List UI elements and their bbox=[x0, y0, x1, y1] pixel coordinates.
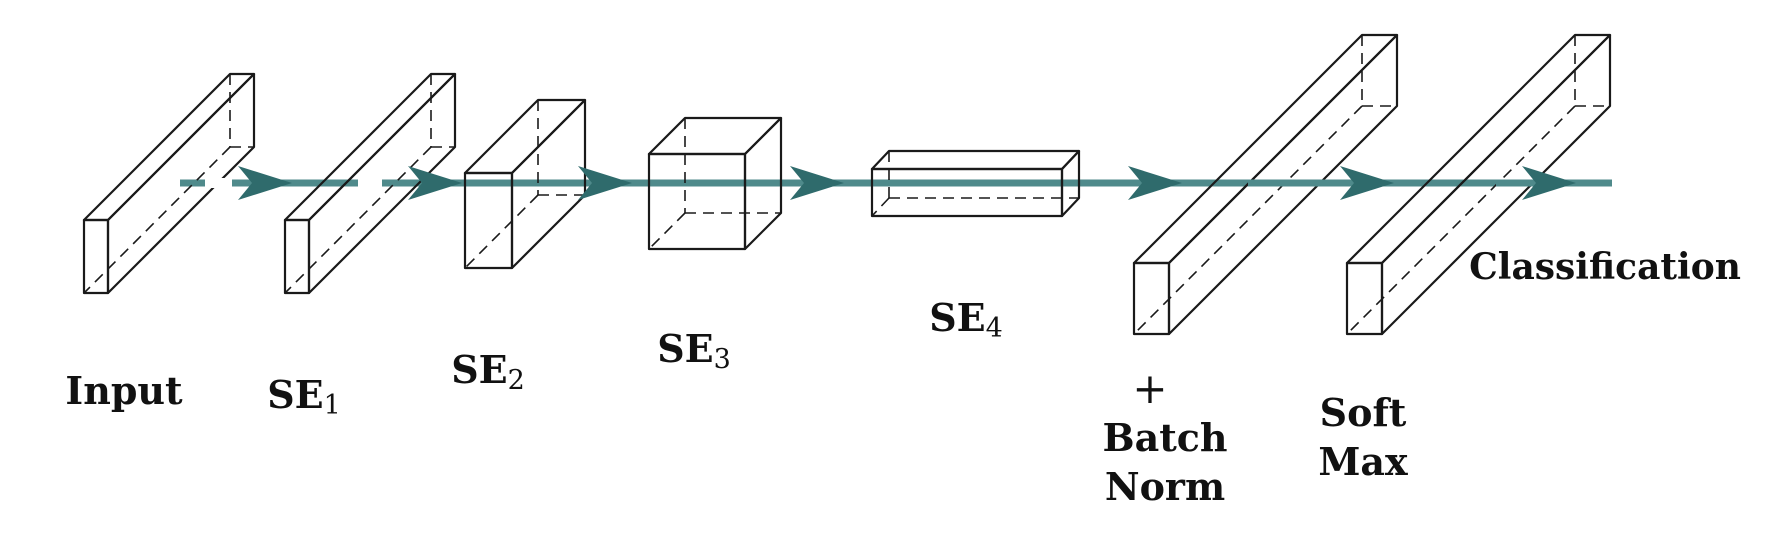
plus-label: + bbox=[1132, 364, 1167, 413]
input-block-top bbox=[82, 72, 256, 222]
flow-arrow-3 bbox=[578, 166, 632, 200]
se1-label: SE1 bbox=[267, 372, 341, 421]
se1-block-front bbox=[283, 218, 311, 295]
soft-label: Soft bbox=[1320, 390, 1407, 435]
batchnorm-block bbox=[1132, 33, 1399, 336]
batchnorm-block-front bbox=[1132, 261, 1171, 336]
se2-block-top bbox=[463, 98, 587, 175]
classification-label: Classification bbox=[1469, 246, 1741, 288]
input-label: Input bbox=[65, 368, 183, 413]
softmax-block bbox=[1345, 33, 1612, 336]
max-label: Max bbox=[1318, 439, 1408, 484]
se4-block-top bbox=[870, 149, 1081, 171]
se1-block-top bbox=[283, 72, 457, 222]
se3-label: SE3 bbox=[657, 326, 731, 375]
se3-block-front bbox=[647, 152, 747, 251]
flow-arrow-1 bbox=[205, 166, 292, 200]
softmax-block-front bbox=[1345, 261, 1384, 336]
se3-block bbox=[647, 116, 783, 251]
se4-block-front bbox=[870, 167, 1064, 218]
norm-label: Norm bbox=[1105, 464, 1225, 509]
se4-block bbox=[870, 149, 1081, 218]
flow-arrow-6 bbox=[1248, 166, 1394, 200]
se2-label: SE2 bbox=[451, 347, 525, 396]
se3-block-top bbox=[647, 116, 783, 156]
batchnorm-block-top bbox=[1132, 33, 1399, 265]
flow-arrow-5 bbox=[1128, 166, 1182, 200]
batch-label: Batch bbox=[1102, 415, 1227, 460]
se1-block bbox=[283, 72, 457, 295]
flow-arrow-4 bbox=[790, 166, 844, 200]
se4-label: SE4 bbox=[929, 295, 1003, 344]
se2-block-front bbox=[463, 171, 514, 270]
flow-arrow-7 bbox=[1496, 166, 1612, 200]
input-block bbox=[82, 72, 256, 295]
softmax-block-top bbox=[1345, 33, 1612, 265]
flow-arrow-2 bbox=[358, 166, 462, 200]
input-block-front bbox=[82, 218, 110, 295]
